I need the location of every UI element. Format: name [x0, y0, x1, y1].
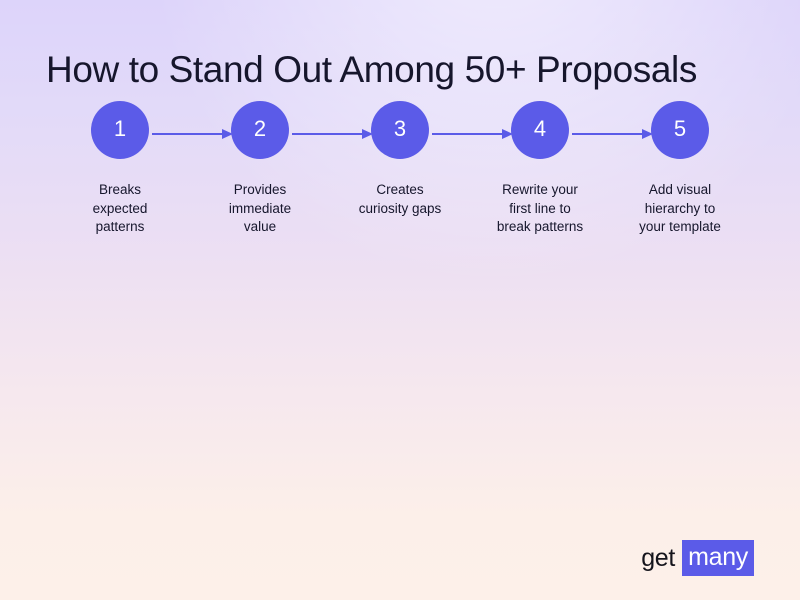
arrow-right-icon: [362, 128, 373, 139]
flow-arrow-2-to-3: [292, 128, 374, 140]
flow-arrow-1-to-2: [152, 128, 234, 140]
step-number-1: 1: [113, 116, 127, 141]
step-circle-3[interactable]: 3: [371, 101, 429, 159]
flow-arrow-3-to-4: [432, 128, 514, 140]
flow-arrow-4-to-5: [572, 128, 654, 140]
arrow-line: [292, 132, 364, 135]
arrow-right-icon: [222, 128, 233, 139]
brand-logo: get many: [641, 540, 754, 576]
step-circle-1[interactable]: 1: [91, 101, 149, 159]
arrow-right-icon: [502, 128, 513, 139]
process-flow-diagram: 1 Breaks expected patterns 2 Provides im…: [0, 0, 800, 260]
logo-word-get: get: [641, 544, 676, 572]
arrow-line: [572, 132, 644, 135]
arrow-line: [432, 132, 504, 135]
step-number-5: 5: [673, 116, 687, 141]
step-label-1: Breaks expected patterns: [92, 182, 148, 234]
step-circle-5[interactable]: 5: [651, 101, 709, 159]
step-label-3: Creates curiosity gaps: [358, 182, 442, 216]
flow-step-5[interactable]: 5 Add visual hierarchy to your template: [610, 101, 750, 237]
arrow-right-icon: [642, 128, 653, 139]
step-number-3: 3: [393, 116, 407, 141]
step-number-4: 4: [533, 116, 547, 141]
arrow-line: [152, 132, 224, 135]
step-label-2: Provides immediate value: [228, 182, 292, 234]
flow-step-4[interactable]: 4 Rewrite your first line to break patte…: [470, 101, 610, 237]
page-title: How to Stand Out Among 50+ Proposals: [46, 48, 697, 90]
step-circle-2[interactable]: 2: [231, 101, 289, 159]
step-label-5: Add visual hierarchy to your template: [639, 182, 721, 234]
step-circle-4[interactable]: 4: [511, 101, 569, 159]
step-label-4: Rewrite your first line to break pattern…: [496, 182, 584, 234]
logo-word-many: many: [682, 540, 754, 576]
step-number-2: 2: [253, 116, 267, 141]
flow-step-3[interactable]: 3 Creates curiosity gaps: [330, 101, 470, 218]
flow-step-1[interactable]: 1 Breaks expected patterns: [50, 101, 190, 237]
flow-step-2[interactable]: 2 Provides immediate value: [190, 101, 330, 237]
